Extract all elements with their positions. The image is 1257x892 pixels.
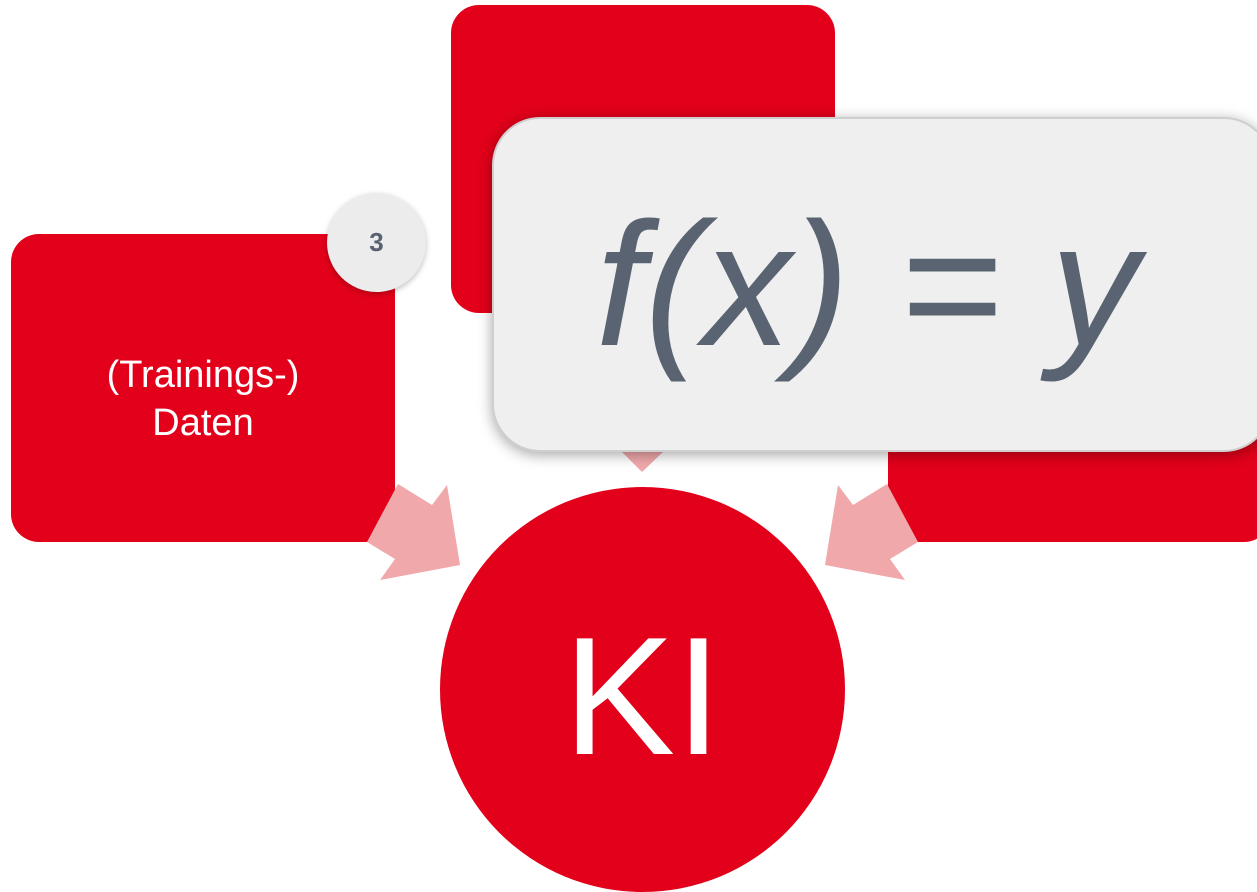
training-data-box: (Trainings-) Daten — [11, 234, 395, 542]
arrow-left-icon — [367, 484, 460, 580]
formula-text: f(x) = y — [595, 186, 1139, 383]
arrow-top-icon — [622, 452, 663, 472]
arrow-right-icon — [825, 484, 918, 580]
step-number-badge: 3 — [327, 193, 426, 292]
formula-card: f(x) = y — [492, 117, 1257, 452]
training-data-label: (Trainings-) Daten — [106, 354, 300, 444]
ki-circle: KI — [440, 487, 845, 892]
ki-label: KI — [563, 601, 722, 790]
